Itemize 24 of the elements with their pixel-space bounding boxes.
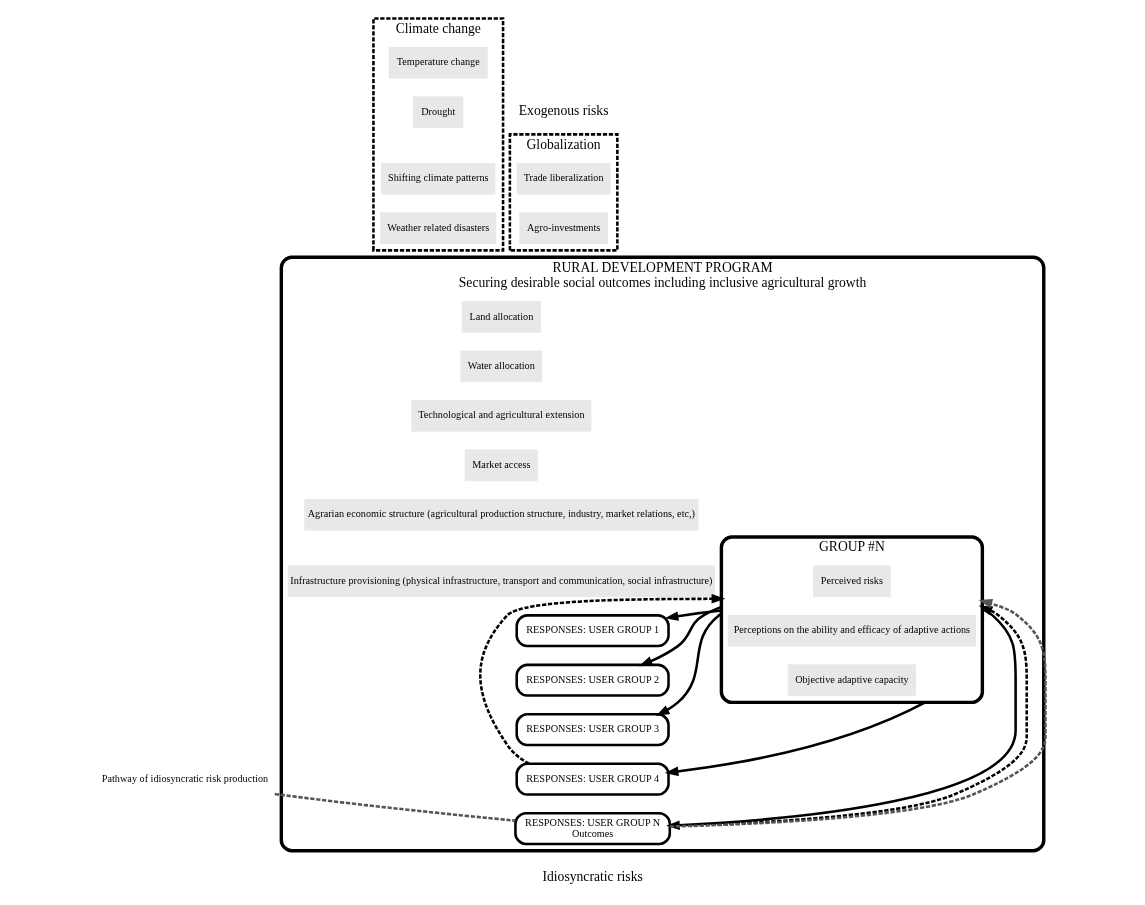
node-box: Drought <box>412 96 463 128</box>
node-box: Perceived risks <box>812 565 891 598</box>
node-box: Technological and agricultural extension <box>410 400 591 432</box>
node-box: Weather related disasters <box>379 212 496 244</box>
node-box: Objective adaptive capacity <box>787 664 916 696</box>
arrow <box>655 612 722 717</box>
arrow <box>664 701 926 777</box>
node-text: Pathway of idiosyncratic risk production <box>101 772 268 784</box>
node-box: RESPONSES: USER GROUP N Outcomes <box>513 811 671 846</box>
node-box: RESPONSES: USER GROUP 4 <box>514 762 670 796</box>
arrow <box>638 605 722 667</box>
arrow <box>664 609 722 621</box>
node-box: Market access <box>464 449 538 482</box>
node-box: RESPONSES: USER GROUP 2 <box>514 663 670 697</box>
label: Exogenous risks <box>518 103 608 119</box>
node-box: Agrarian economic structure (agricultural production structure, industry, market relations, etc,) <box>303 499 698 531</box>
node-box: RESPONSES: USER GROUP 3 <box>514 713 670 747</box>
connector <box>274 792 515 822</box>
node-box: Shifting climate patterns <box>380 162 495 195</box>
node-box: RESPONSES: USER GROUP 1 <box>514 614 670 648</box>
node-box: Infrastructure provisioning (physical infrastructure, transport and communication, social infrastructure) <box>287 565 715 598</box>
label: Idiosyncratic risks <box>541 869 643 885</box>
arrow <box>478 594 725 765</box>
node-box: Agro-investments <box>518 212 608 244</box>
